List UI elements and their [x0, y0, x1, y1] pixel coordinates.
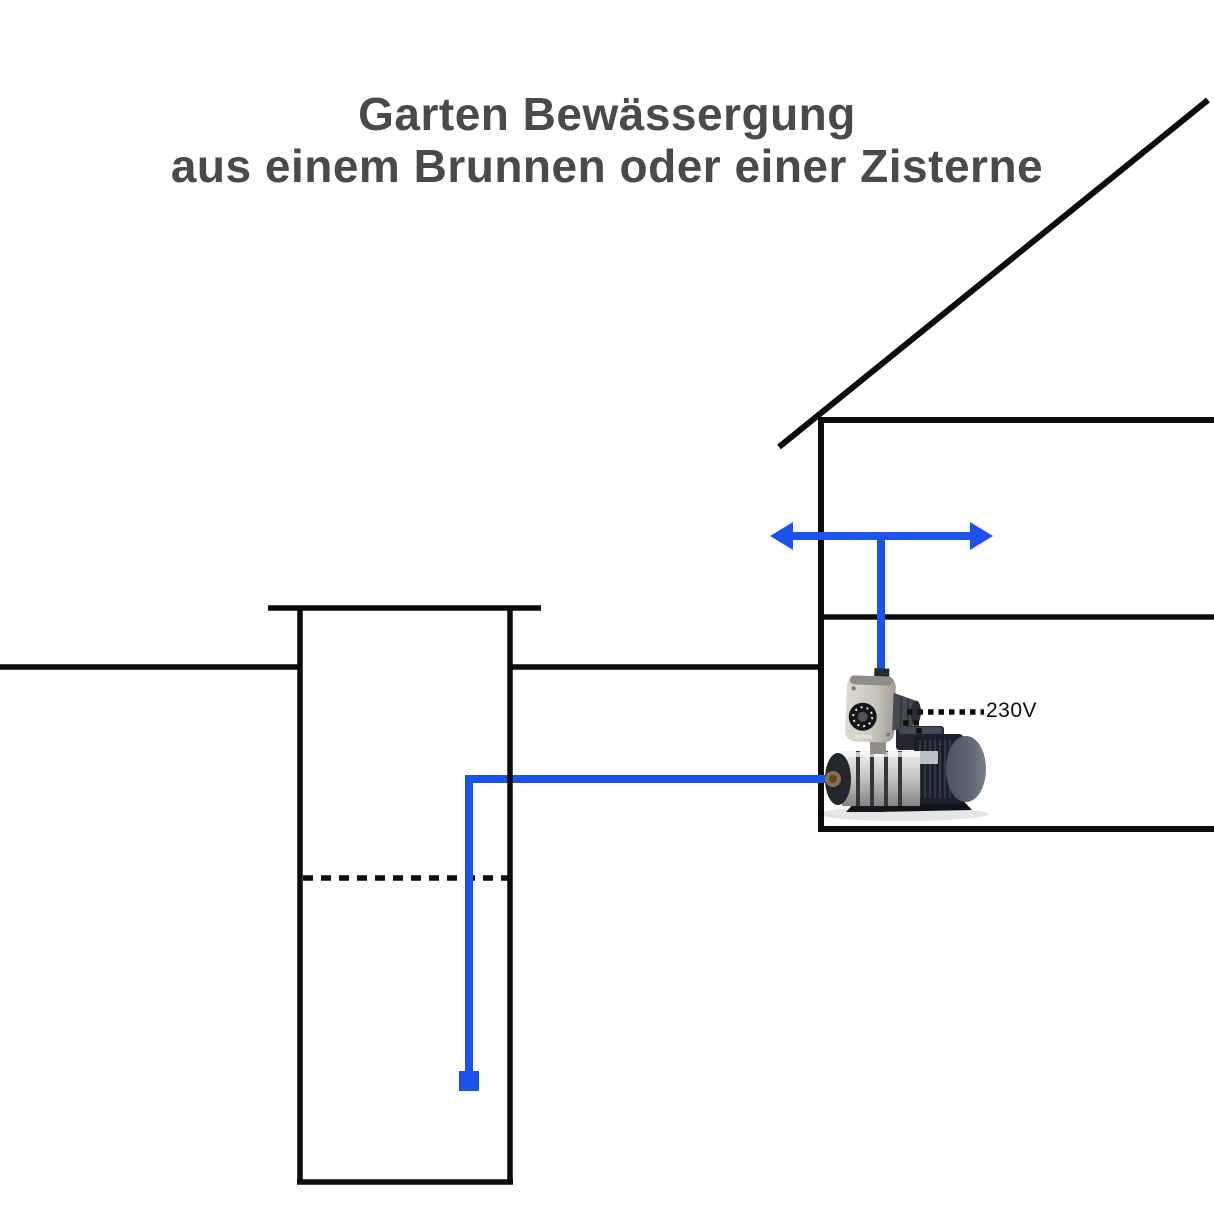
pump-cylinder: [842, 751, 920, 806]
controller-dial-ticks: [852, 706, 874, 728]
suction-pipe: [465, 775, 836, 1075]
controller-top-cap: [849, 675, 894, 686]
water-pipes: [459, 522, 993, 1091]
pump-inlet-port-bore: [829, 775, 837, 783]
coupling-ridge: [899, 696, 903, 730]
house-outline: [777, 97, 1214, 832]
power-cable-to-motor: [903, 720, 922, 739]
pump-cylinder-highlight: [842, 752, 920, 757]
roof-line: [777, 97, 1210, 450]
motor-nameplate: [916, 751, 938, 764]
title-line-1: Garten Bewässergung: [358, 88, 856, 140]
controller-screw: [886, 732, 891, 737]
controller-stand-pipe: [870, 740, 886, 754]
distribution-double-arrow: [770, 522, 993, 550]
voltage-label: 230V: [986, 699, 1038, 722]
well-or-cistern-shaft: [268, 605, 541, 1185]
power-cable-dotted: [903, 709, 984, 739]
pressure-controller: [845, 668, 921, 743]
pump-unit: [817, 668, 989, 821]
motor-rear-cap: [946, 736, 986, 802]
pump-stage-bands: [856, 751, 902, 806]
controller-dial-knob: [857, 711, 868, 722]
arrow-head-right-icon: [970, 522, 993, 550]
controller-coupling: [892, 692, 919, 731]
controller-screw: [851, 686, 856, 691]
foot-valve: [459, 1071, 479, 1091]
controller-label-strip: [853, 734, 873, 740]
title-line-2: aus einem Brunnen oder einer Zisterne: [170, 140, 1044, 192]
controller-coupling-end: [910, 700, 921, 725]
arrow-head-left-icon: [770, 522, 793, 550]
diagram-title: Garten Bewässergung aus einem Brunnen od…: [0, 88, 1214, 192]
